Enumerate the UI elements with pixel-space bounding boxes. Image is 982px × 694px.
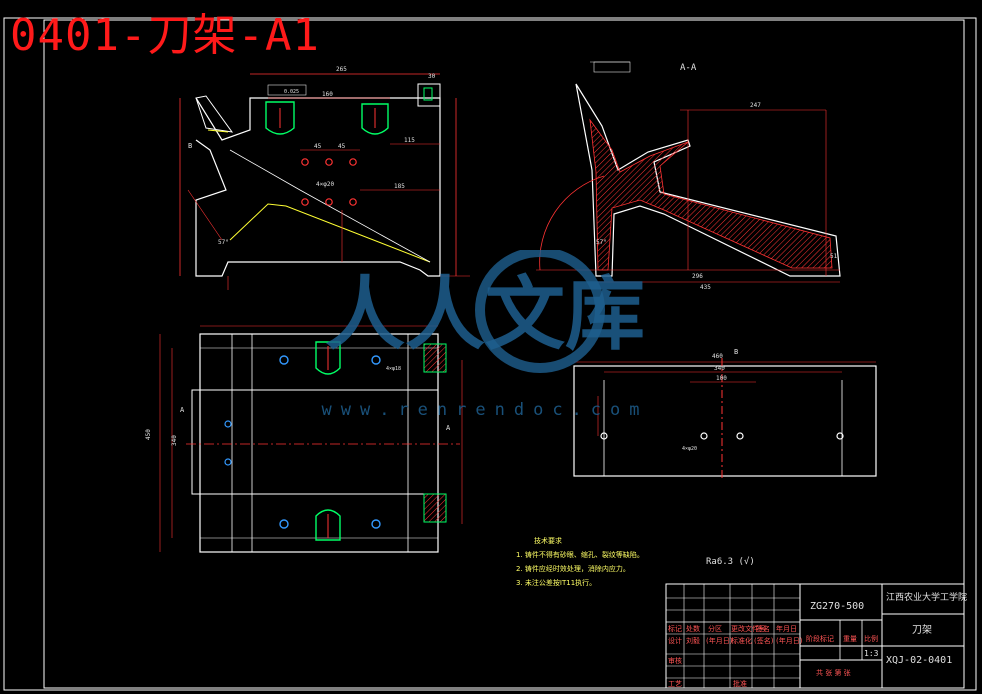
dim-front-45b: 45 bbox=[338, 143, 346, 150]
school-name: 江西农业大学工学院 bbox=[886, 593, 968, 603]
tech-requirements-title: 技术要求 bbox=[534, 537, 562, 545]
material-spec: ZG270-500 bbox=[810, 601, 865, 612]
dim-right-460: 460 bbox=[712, 353, 723, 360]
dim-section-247: 247 bbox=[750, 102, 761, 109]
sign-cell: 标准化 bbox=[731, 637, 752, 645]
weight-header: 重量 bbox=[843, 635, 857, 643]
dim-top-340: 340 bbox=[171, 435, 178, 446]
dim-front-angle: 57° bbox=[218, 239, 229, 246]
scale-header: 比例 bbox=[864, 635, 878, 643]
rev-cell: 分区 bbox=[708, 625, 722, 633]
dim-right-100: 100 bbox=[716, 375, 727, 382]
sheet-title-stamp: 0401-刀架-A1 bbox=[10, 10, 320, 61]
rev-cell: 签名 bbox=[756, 625, 770, 633]
section-view-a-a bbox=[536, 61, 841, 283]
sign-cell: (年月日) bbox=[776, 637, 803, 645]
sign-cell: 设计 bbox=[668, 637, 682, 645]
sign-cell: 审核 bbox=[668, 657, 682, 665]
dim-section-angle: 57° bbox=[596, 239, 607, 246]
sign-cell: 工艺 bbox=[668, 680, 682, 688]
scale-value: 1:3 bbox=[864, 649, 879, 658]
tech-requirements: 技术要求 1. 铸件不得有砂眼、缩孔、裂纹等缺陷。 2. 铸件应经时效处理，消除… bbox=[516, 534, 666, 590]
dim-right-holes: 4×φ20 bbox=[682, 446, 697, 452]
inner-frame bbox=[43, 19, 965, 689]
dim-front-top: 265 bbox=[336, 66, 347, 73]
rev-cell: 处数 bbox=[686, 625, 700, 633]
tech-requirement-item: 2. 铸件应经时效处理，消除内应力。 bbox=[516, 565, 630, 573]
sign-cell: 刘毅 bbox=[686, 637, 700, 645]
part-name: 刀架 bbox=[912, 625, 932, 636]
front-cut-label: B bbox=[188, 142, 192, 150]
rev-cell: 标记 bbox=[668, 625, 682, 633]
drawing-number: XQJ-02-0401 bbox=[886, 655, 953, 666]
outer-frame bbox=[3, 17, 977, 691]
dim-front-185: 185 bbox=[394, 183, 405, 190]
dim-section-435: 435 bbox=[700, 284, 711, 291]
rev-cell: 年月日 bbox=[776, 625, 797, 633]
tech-requirement-item: 1. 铸件不得有砂眼、缩孔、裂纹等缺陷。 bbox=[516, 551, 644, 559]
sign-cell: (年月日) bbox=[706, 637, 733, 645]
title-block bbox=[665, 583, 965, 689]
sign-cell: (签名) bbox=[754, 637, 774, 645]
dim-section-51: 51 bbox=[830, 253, 838, 260]
dim-section-296: 296 bbox=[692, 273, 703, 280]
top-cut-label-a: A bbox=[180, 406, 185, 414]
top-view bbox=[159, 325, 463, 553]
surface-roughness-note: Ra6.3 (√) bbox=[706, 557, 755, 567]
sign-cell: 批准 bbox=[733, 680, 747, 688]
dim-front-45a: 45 bbox=[314, 143, 322, 150]
front-view bbox=[179, 73, 470, 290]
section-title: A-A bbox=[680, 63, 697, 73]
dim-front-115: 115 bbox=[404, 137, 415, 144]
right-view bbox=[573, 358, 877, 480]
dim-front-tol: 0.025 bbox=[284, 89, 299, 95]
sheets-header: 共 张 第 张 bbox=[816, 669, 851, 677]
dim-top-450: 450 bbox=[145, 429, 152, 440]
dim-right-340: 340 bbox=[714, 365, 725, 372]
stage-mark-header: 阶段标记 bbox=[806, 635, 834, 643]
dim-top-holes: 4×φ18 bbox=[386, 366, 401, 372]
right-cut-label: B bbox=[734, 348, 738, 356]
dim-front-holes: 4×φ20 bbox=[316, 181, 334, 188]
tech-requirement-item: 3. 未注公差按IT11执行。 bbox=[516, 579, 597, 587]
top-cut-label-a2: A bbox=[446, 424, 451, 432]
dim-front-slots: 160 bbox=[322, 91, 333, 98]
rev-cell: 更改文件号 bbox=[731, 625, 766, 633]
dim-front-boss: 30 bbox=[428, 73, 436, 80]
